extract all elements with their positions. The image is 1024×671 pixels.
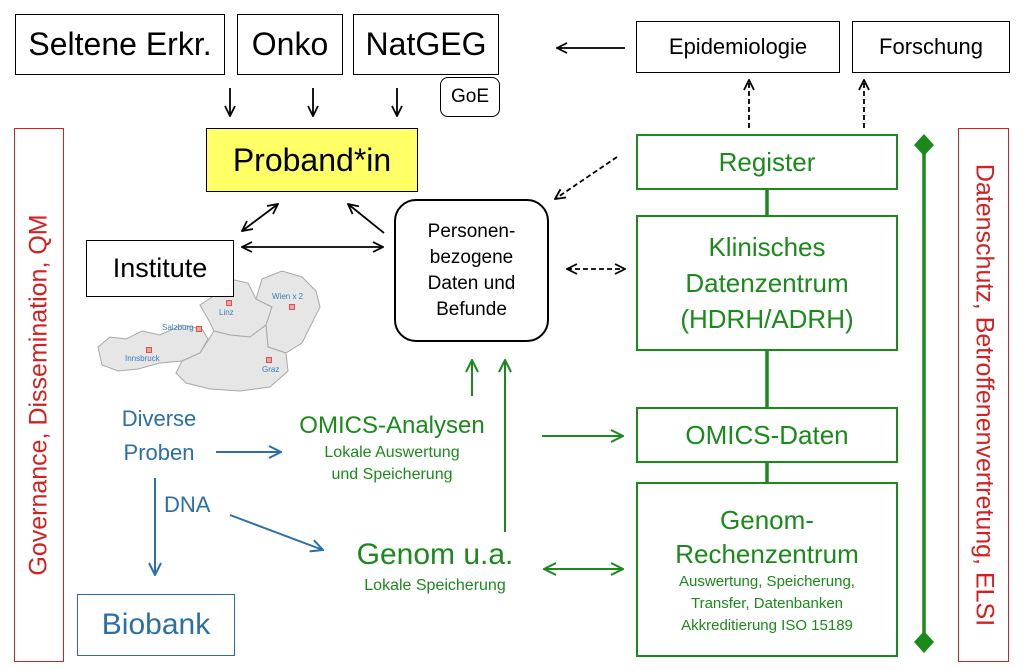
- samples-line: Diverse: [121, 406, 197, 431]
- clinical-data-center-box: Klinisches Datenzentrum (HDRH/ADRH): [636, 215, 898, 351]
- proband-box: Proband*in: [206, 128, 418, 192]
- personal-data-line: Daten und: [427, 272, 516, 294]
- genome-center-detail: Auswertung, Speicherung,: [679, 572, 855, 590]
- output-epidemiologie: Epidemiologie: [636, 21, 840, 73]
- register-label: Register: [718, 146, 816, 177]
- dna-label: DNA: [164, 492, 211, 517]
- map-marker-wien: [289, 304, 295, 310]
- arrow-register-to-personal-data: [555, 156, 618, 199]
- austria-map: [97, 270, 321, 392]
- map-city-innsbruck: Innsbruck: [125, 354, 160, 363]
- proband-label: Proband*in: [232, 141, 392, 178]
- source-label: Onko: [251, 26, 329, 62]
- map-city-linz: Linz: [219, 308, 234, 317]
- arrow-personal-data-to-proband: [348, 204, 385, 234]
- diamond-top: [914, 134, 934, 156]
- map-marker-salzburg: [196, 326, 202, 332]
- samples-label: Diverse Proben: [104, 402, 214, 470]
- personal-data-line: Befunde: [436, 298, 507, 320]
- map-city-wien: Wien x 2: [272, 292, 304, 301]
- diamond-bottom: [914, 631, 934, 653]
- map-marker-graz: [266, 357, 272, 363]
- omics-analysis-title: OMICS-Analysen: [299, 412, 485, 439]
- personal-data-line: Personen-: [427, 220, 516, 242]
- personal-data-line: bezogene: [429, 246, 514, 268]
- arrow-institute-proband: [242, 204, 278, 231]
- source-label: NatGEG: [365, 26, 487, 62]
- goe-badge: GoE: [440, 77, 500, 117]
- genome-local: Genom u.a. Lokale Speicherung: [330, 535, 540, 597]
- omics-analysis-subtitle: und Speicherung: [331, 466, 453, 483]
- omics-data-label: OMICS-Daten: [685, 419, 849, 450]
- genome-center-title: Genom-: [720, 504, 814, 535]
- genome-center-detail: Akkreditierung ISO 15189: [681, 616, 853, 634]
- map-marker-innsbruck: [146, 347, 152, 353]
- genome-local-title: Genom u.a.: [356, 538, 514, 571]
- output-label: Forschung: [879, 34, 983, 59]
- genome-center-detail: Transfer, Datenbanken: [690, 594, 844, 612]
- personal-data-box: Personen- bezogene Daten und Befunde: [394, 199, 549, 342]
- clinical-line: Klinisches: [708, 232, 826, 262]
- genome-local-subtitle: Lokale Speicherung: [364, 577, 506, 594]
- map-city-salzburg: Salzburg: [162, 323, 194, 332]
- biobank-box: Biobank: [77, 594, 235, 656]
- map-region-west: [97, 324, 209, 372]
- samples-line: Proben: [123, 440, 195, 465]
- source-seltene-erkrankungen: Seltene Erkr.: [15, 14, 225, 75]
- clinical-line: (HDRH/ADRH): [680, 304, 854, 334]
- omics-analysis: OMICS-Analysen Lokale Auswertung und Spe…: [280, 410, 504, 486]
- goe-label: GoE: [450, 86, 490, 107]
- map-marker-linz: [226, 300, 232, 306]
- map-city-graz: Graz: [262, 365, 280, 374]
- institute-label: Institute: [112, 253, 208, 283]
- arrow-dna-to-genome: [229, 514, 323, 550]
- source-natgeg: NatGEG: [353, 14, 499, 75]
- register-box: Register: [636, 134, 898, 190]
- omics-analysis-subtitle: Lokale Auswertung: [324, 444, 460, 461]
- source-label: Seltene Erkr.: [28, 26, 212, 62]
- map-region-south: [175, 324, 289, 392]
- source-onko: Onko: [237, 14, 343, 75]
- output-forschung: Forschung: [852, 21, 1010, 73]
- institute-box: Institute: [86, 240, 234, 297]
- left-banner-text: Governance, Dissemination, QM: [24, 214, 53, 576]
- right-banner: Datenschutz, Betroffenenvertretung, ELSI: [958, 128, 1009, 662]
- omics-data-box: OMICS-Daten: [636, 407, 898, 463]
- genome-center-title: Rechenzentrum: [675, 538, 859, 569]
- output-label: Epidemiologie: [668, 34, 808, 59]
- right-banner-text: Datenschutz, Betroffenenvertretung, ELSI: [970, 163, 998, 627]
- clinical-line: Datenzentrum: [685, 268, 849, 298]
- biobank-label: Biobank: [101, 608, 211, 641]
- genome-center-box: Genom- Rechenzentrum Auswertung, Speiche…: [636, 482, 898, 657]
- left-banner: Governance, Dissemination, QM: [14, 128, 64, 662]
